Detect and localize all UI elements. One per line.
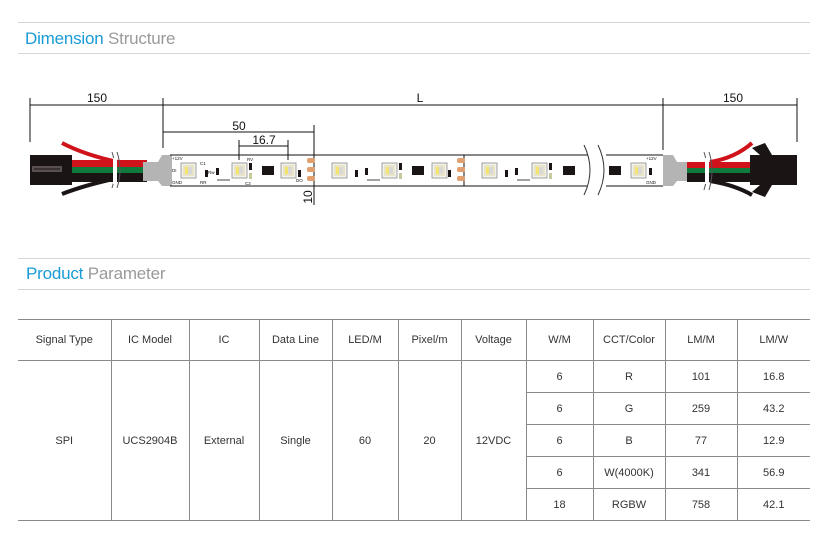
cell-w-per-m: 18 [526,488,594,521]
cell-lm-per-m: 259 [664,392,738,425]
header-w-per-m: W/M [525,319,594,361]
dim-left-lead [29,98,164,148]
header-led-per-m: LED/M [331,319,399,361]
cell-w-per-m: 6 [525,360,594,393]
cell-cct-color: RGBW [592,488,666,521]
cell-lm-per-w: 12.9 [736,424,810,457]
dimension-structure-title: Dimension Structure [25,29,175,49]
cell-lm-per-m: 101 [664,360,738,393]
cell-lm-per-w: 56.9 [736,456,810,489]
cell-cct-color: B [592,424,666,457]
cell-lm-per-m: 758 [664,488,738,521]
dim-length-label: L [417,91,424,105]
label-do: DO [296,178,303,183]
cell-lm-per-m: 77 [664,424,738,457]
header-voltage: Voltage [460,319,527,361]
section-divider-top [18,22,810,23]
table-row: 18 RGBW 758 42.1 [18,488,810,521]
cell-lm-per-m: 341 [664,456,738,489]
left-wires [61,141,147,196]
dim-segment-label: 50 [232,119,246,133]
cell-signal-type: SPI [18,360,112,521]
title-accent: Dimension [25,29,104,48]
cell-ic: External [188,360,260,521]
label-gnd-right: GND [646,180,657,185]
header-pixel-per-m: Pixel/m [397,319,462,361]
table-row: 6 B 77 12.9 [18,424,810,457]
header-data-line: Data Line [258,319,333,361]
header-ic-model: IC Model [110,319,190,361]
right-connector [750,143,797,197]
title-accent: Product [26,264,84,283]
label-rw: Rw [208,170,215,175]
led-strip-dimension-diagram: 150 L 150 50 16.7 10 [29,91,798,205]
section-divider-bottom [18,289,810,290]
cell-lm-per-w: 16.8 [736,360,810,393]
cell-cct-color: W(4000K) [592,456,666,489]
left-end-cap [143,155,172,186]
product-parameter-table: Signal Type IC Model IC Data Line LED/M … [18,319,810,521]
header-lm-per-m: LM/M [664,319,738,361]
label-plus12v-right: +12V [646,156,657,161]
label-gnd: GND [172,180,183,185]
right-wires [687,141,754,197]
cell-w-per-m: 6 [526,424,594,457]
dim-pitch-label: 16.7 [252,133,276,147]
label-rr: RR [200,180,207,185]
label-c1: C1 [200,161,206,166]
smd-components [205,163,652,181]
cell-data-line: Single [258,360,333,521]
dim-left-lead-label: 150 [87,91,107,105]
dim-width-label: 10 [301,190,315,204]
cell-voltage: 12VDC [460,360,527,521]
dim-pitch [238,140,289,160]
section-divider-top [18,258,810,259]
cell-w-per-m: 6 [526,456,594,489]
section-divider-bottom [18,53,810,54]
cell-cct-color: G [592,392,666,425]
right-end-cap [663,155,687,186]
product-parameter-title: Product Parameter [26,264,165,284]
label-plus12v: +12V [172,156,183,161]
cell-ic-model: UCS2904B [110,360,190,521]
header-signal-type: Signal Type [18,319,112,361]
cell-cct-color: R [592,360,666,393]
header-ic: IC [188,319,260,361]
title-rest: Parameter [87,264,166,283]
dim-right-lead [663,98,798,142]
header-cct-color: CCT/Color [592,319,666,361]
cell-w-per-m: 6 [526,392,594,425]
dim-right-lead-label: 150 [723,91,743,105]
cell-lm-per-w: 43.2 [736,392,810,425]
dim-length [163,98,664,150]
pcb-silkscreen-labels: +12V DI GND C1 Rw RR RV C2 DO +12V GND [172,156,657,186]
cell-led-per-m: 60 [331,360,399,521]
cell-lm-per-w: 42.1 [736,488,810,521]
cell-pixel-per-m: 20 [397,360,462,521]
left-connector [30,155,72,185]
label-c2: C2 [245,181,251,186]
header-lm-per-w: LM/W [736,319,810,361]
label-rv: RV [247,157,253,162]
table-row: SPI UCS2904B External Single 60 20 12VDC… [18,360,810,521]
title-rest: Structure [108,29,176,48]
label-di: DI [172,168,177,173]
table-header-row: Signal Type IC Model IC Data Line LED/M … [18,319,810,361]
